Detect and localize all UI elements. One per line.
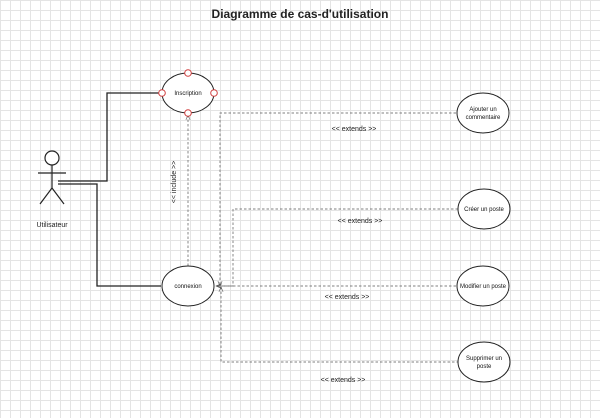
actor-stick-figure-icon[interactable] xyxy=(38,150,66,205)
selection-handle-left[interactable] xyxy=(158,89,166,97)
use-case-connexion-label: connexion xyxy=(174,284,201,290)
extends-label-creer: << extends >> xyxy=(338,218,383,225)
extends-label-ajouter: << extends >> xyxy=(332,126,377,133)
use-case-supprimer-label-line2: poste xyxy=(477,364,492,370)
use-case-inscription[interactable]: Inscription xyxy=(161,72,215,114)
extends-connector-supprimer[interactable] xyxy=(221,287,459,363)
use-case-creer-label: Créer un poste xyxy=(464,207,504,213)
use-case-creer-poste[interactable]: Créer un poste xyxy=(457,188,511,230)
association-connexion[interactable] xyxy=(58,183,161,287)
use-case-supprimer-poste[interactable]: Supprimer un poste xyxy=(457,341,511,383)
selection-handle-top[interactable] xyxy=(184,69,192,77)
selection-handle-right[interactable] xyxy=(210,89,218,97)
use-case-ajouter-label-line1: Ajouter un xyxy=(469,107,496,113)
extends-connector-creer[interactable] xyxy=(217,208,458,286)
use-case-connexion[interactable]: connexion xyxy=(161,265,215,307)
extends-label-supprimer: << extends >> xyxy=(321,377,366,384)
actor-label: Utilisateur xyxy=(36,222,68,229)
extends-connector-ajouter[interactable] xyxy=(220,112,456,286)
use-case-ajouter-commentaire[interactable]: Ajouter un commentaire xyxy=(456,92,510,134)
association-inscription[interactable] xyxy=(58,92,161,182)
use-case-modifier-label: Modifier un poste xyxy=(460,284,507,290)
use-case-ajouter-label-line2: commentaire xyxy=(466,115,501,121)
selection-handle-bottom[interactable] xyxy=(184,109,192,117)
use-case-modifier-poste[interactable]: Modifier un poste xyxy=(456,265,510,307)
use-case-inscription-label: Inscription xyxy=(174,91,201,97)
include-label: << include >> xyxy=(171,161,178,203)
use-case-supprimer-label-line1: Supprimer un xyxy=(466,356,502,362)
extends-label-modifier: << extends >> xyxy=(325,294,370,301)
diagram-title: Diagramme de cas-d'utilisation xyxy=(212,7,389,21)
